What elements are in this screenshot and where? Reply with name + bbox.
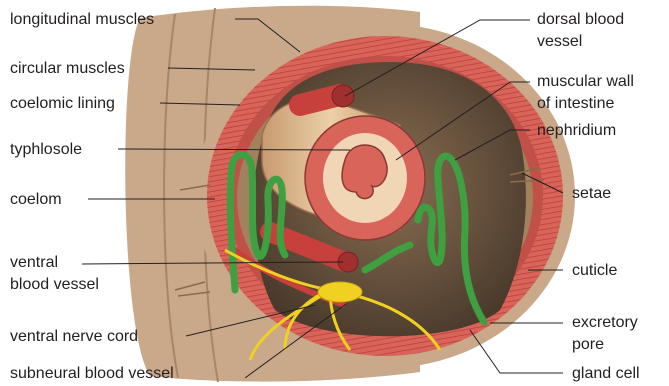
- label-coelom: coelom: [10, 190, 62, 209]
- label-subneural-blood-vessel: subneural blood vessel: [10, 364, 174, 383]
- label-circular-muscles: circular muscles: [10, 59, 125, 78]
- label-dorsal-blood-vessel-line1: dorsal blood: [537, 10, 624, 29]
- dorsal-vessel-opening: [332, 85, 354, 107]
- label-excretory-pore-line2: pore: [572, 335, 604, 354]
- label-muscular-wall-line1: muscular wall: [537, 72, 634, 91]
- label-gland-cell: gland cell: [572, 364, 640, 383]
- label-dorsal-blood-vessel-line2: vessel: [537, 32, 582, 51]
- label-longitudinal-muscles: longitudinal muscles: [10, 10, 154, 29]
- label-nephridium: nephridium: [537, 121, 616, 140]
- label-coelomic-lining: coelomic lining: [10, 94, 115, 113]
- label-typhlosole: typhlosole: [10, 140, 82, 159]
- nerve-ganglion: [318, 282, 362, 302]
- label-muscular-wall-line2: of intestine: [537, 94, 614, 113]
- label-setae: setae: [572, 184, 611, 203]
- label-excretory-pore-line1: excretory: [572, 313, 638, 332]
- label-ventral-nerve-cord: ventral nerve cord: [10, 327, 138, 346]
- label-cuticle: cuticle: [572, 261, 617, 280]
- label-ventral-blood-vessel-line2: blood vessel: [10, 275, 99, 294]
- label-ventral-blood-vessel-line1: ventral: [10, 253, 58, 272]
